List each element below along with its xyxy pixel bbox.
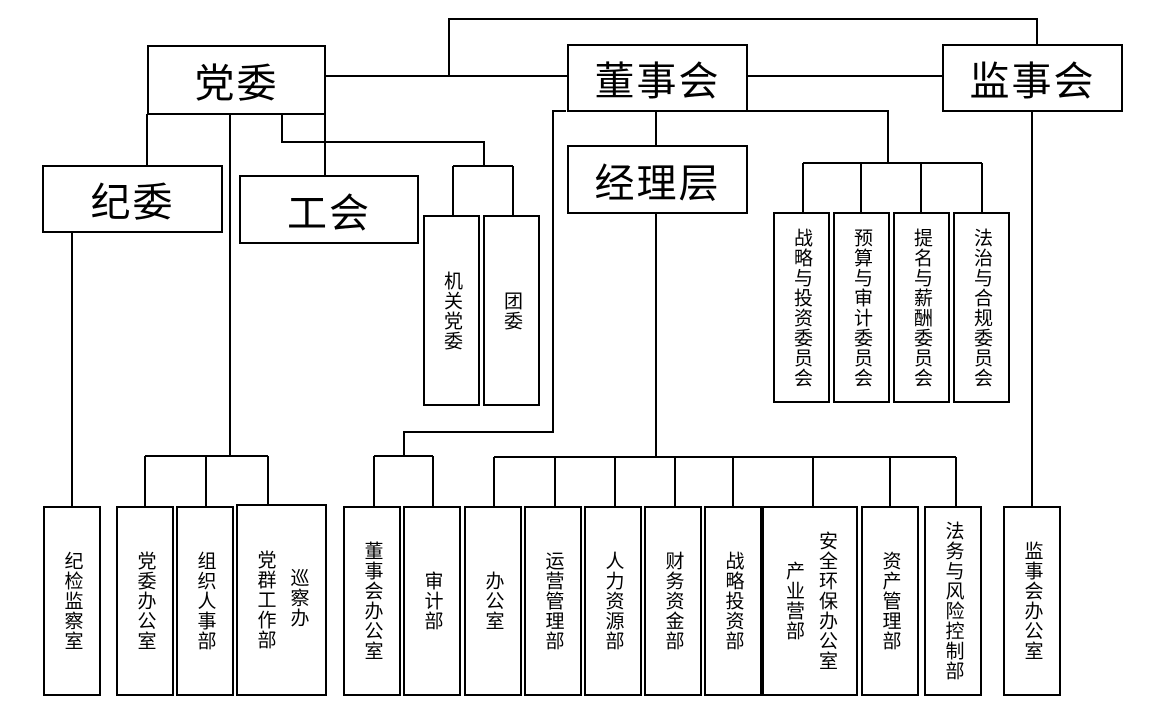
- asset-mgmt-label: 资产管理部: [879, 551, 902, 651]
- youth-league-box: 团委: [483, 215, 540, 406]
- union-box: 工会: [239, 175, 419, 244]
- organ-party-label: 机关党委: [441, 270, 463, 351]
- strategy-committee-label: 战略与投资委员会: [791, 227, 813, 388]
- general-office-label: 办公室: [482, 571, 505, 631]
- board-box: 董事会: [567, 44, 748, 112]
- legal-risk-label: 法务与风险控制部: [942, 521, 965, 681]
- party-work-label: 党群工作部: [254, 550, 277, 650]
- party-work-inspection-box: 巡察办 党群工作部: [236, 504, 327, 696]
- discipline-office-label: 纪检监察室: [61, 551, 84, 651]
- operations-label: 运营管理部: [542, 551, 565, 651]
- party-office-box: 党委办公室: [116, 506, 174, 696]
- strategy-committee-box: 战略与投资委员会: [773, 212, 830, 403]
- discipline-committee-label: 纪委: [90, 180, 175, 226]
- human-resources-label: 人力资源部: [602, 551, 625, 651]
- finance-label: 财务资金部: [662, 551, 685, 651]
- audit-label: 审计部: [421, 571, 444, 631]
- human-resources-box: 人力资源部: [584, 506, 642, 696]
- party-committee-label: 党委: [194, 61, 279, 107]
- board-office-label: 董事会办公室: [361, 541, 384, 661]
- budget-committee-label: 预算与审计委员会: [851, 227, 873, 388]
- supervisors-label: 监事会: [969, 59, 1096, 105]
- strategy-investment-label: 战略投资部: [722, 551, 745, 651]
- safety-env-label: 安全环保办公室: [816, 531, 838, 671]
- organ-party-box: 机关党委: [423, 215, 480, 406]
- rule-of-law-committee-box: 法治与合规委员会: [953, 212, 1010, 403]
- audit-box: 审计部: [403, 506, 461, 696]
- connector-line: [403, 110, 566, 456]
- connector-line: [281, 114, 485, 166]
- management-box: 经理层: [567, 145, 748, 214]
- strategy-investment-box: 战略投资部: [704, 506, 762, 696]
- supervisors-box: 监事会: [942, 44, 1123, 112]
- org-hr-label: 组织人事部: [194, 551, 217, 651]
- connector-line: [746, 110, 889, 163]
- discipline-committee-box: 纪委: [42, 165, 223, 233]
- supervisors-office-label: 监事会办公室: [1021, 541, 1044, 661]
- discipline-office-box: 纪检监察室: [43, 506, 101, 696]
- nomination-committee-box: 提名与薪酬委员会: [893, 212, 950, 403]
- industry-label: 产业营部: [783, 561, 805, 641]
- asset-mgmt-box: 资产管理部: [861, 506, 919, 696]
- general-office-box: 办公室: [464, 506, 522, 696]
- org-hr-box: 组织人事部: [176, 506, 234, 696]
- finance-box: 财务资金部: [644, 506, 702, 696]
- connector-line: [448, 18, 1038, 76]
- union-label: 工会: [287, 190, 371, 237]
- party-committee-box: 党委: [147, 45, 326, 115]
- supervisors-office-box: 监事会办公室: [1003, 506, 1061, 696]
- rule-of-law-committee-label: 法治与合规委员会: [971, 227, 993, 388]
- legal-risk-box: 法务与风险控制部: [924, 506, 982, 696]
- nomination-committee-label: 提名与薪酬委员会: [911, 227, 933, 388]
- industry-safety-box: 安全环保办公室 产业营部: [762, 506, 858, 696]
- board-label: 董事会: [594, 59, 721, 105]
- board-office-box: 董事会办公室: [343, 506, 401, 696]
- inspection-label: 巡察办: [287, 568, 310, 628]
- management-label: 经理层: [594, 160, 721, 207]
- party-office-label: 党委办公室: [134, 551, 157, 651]
- budget-committee-box: 预算与审计委员会: [833, 212, 890, 403]
- operations-box: 运营管理部: [524, 506, 582, 696]
- youth-league-label: 团委: [501, 290, 523, 331]
